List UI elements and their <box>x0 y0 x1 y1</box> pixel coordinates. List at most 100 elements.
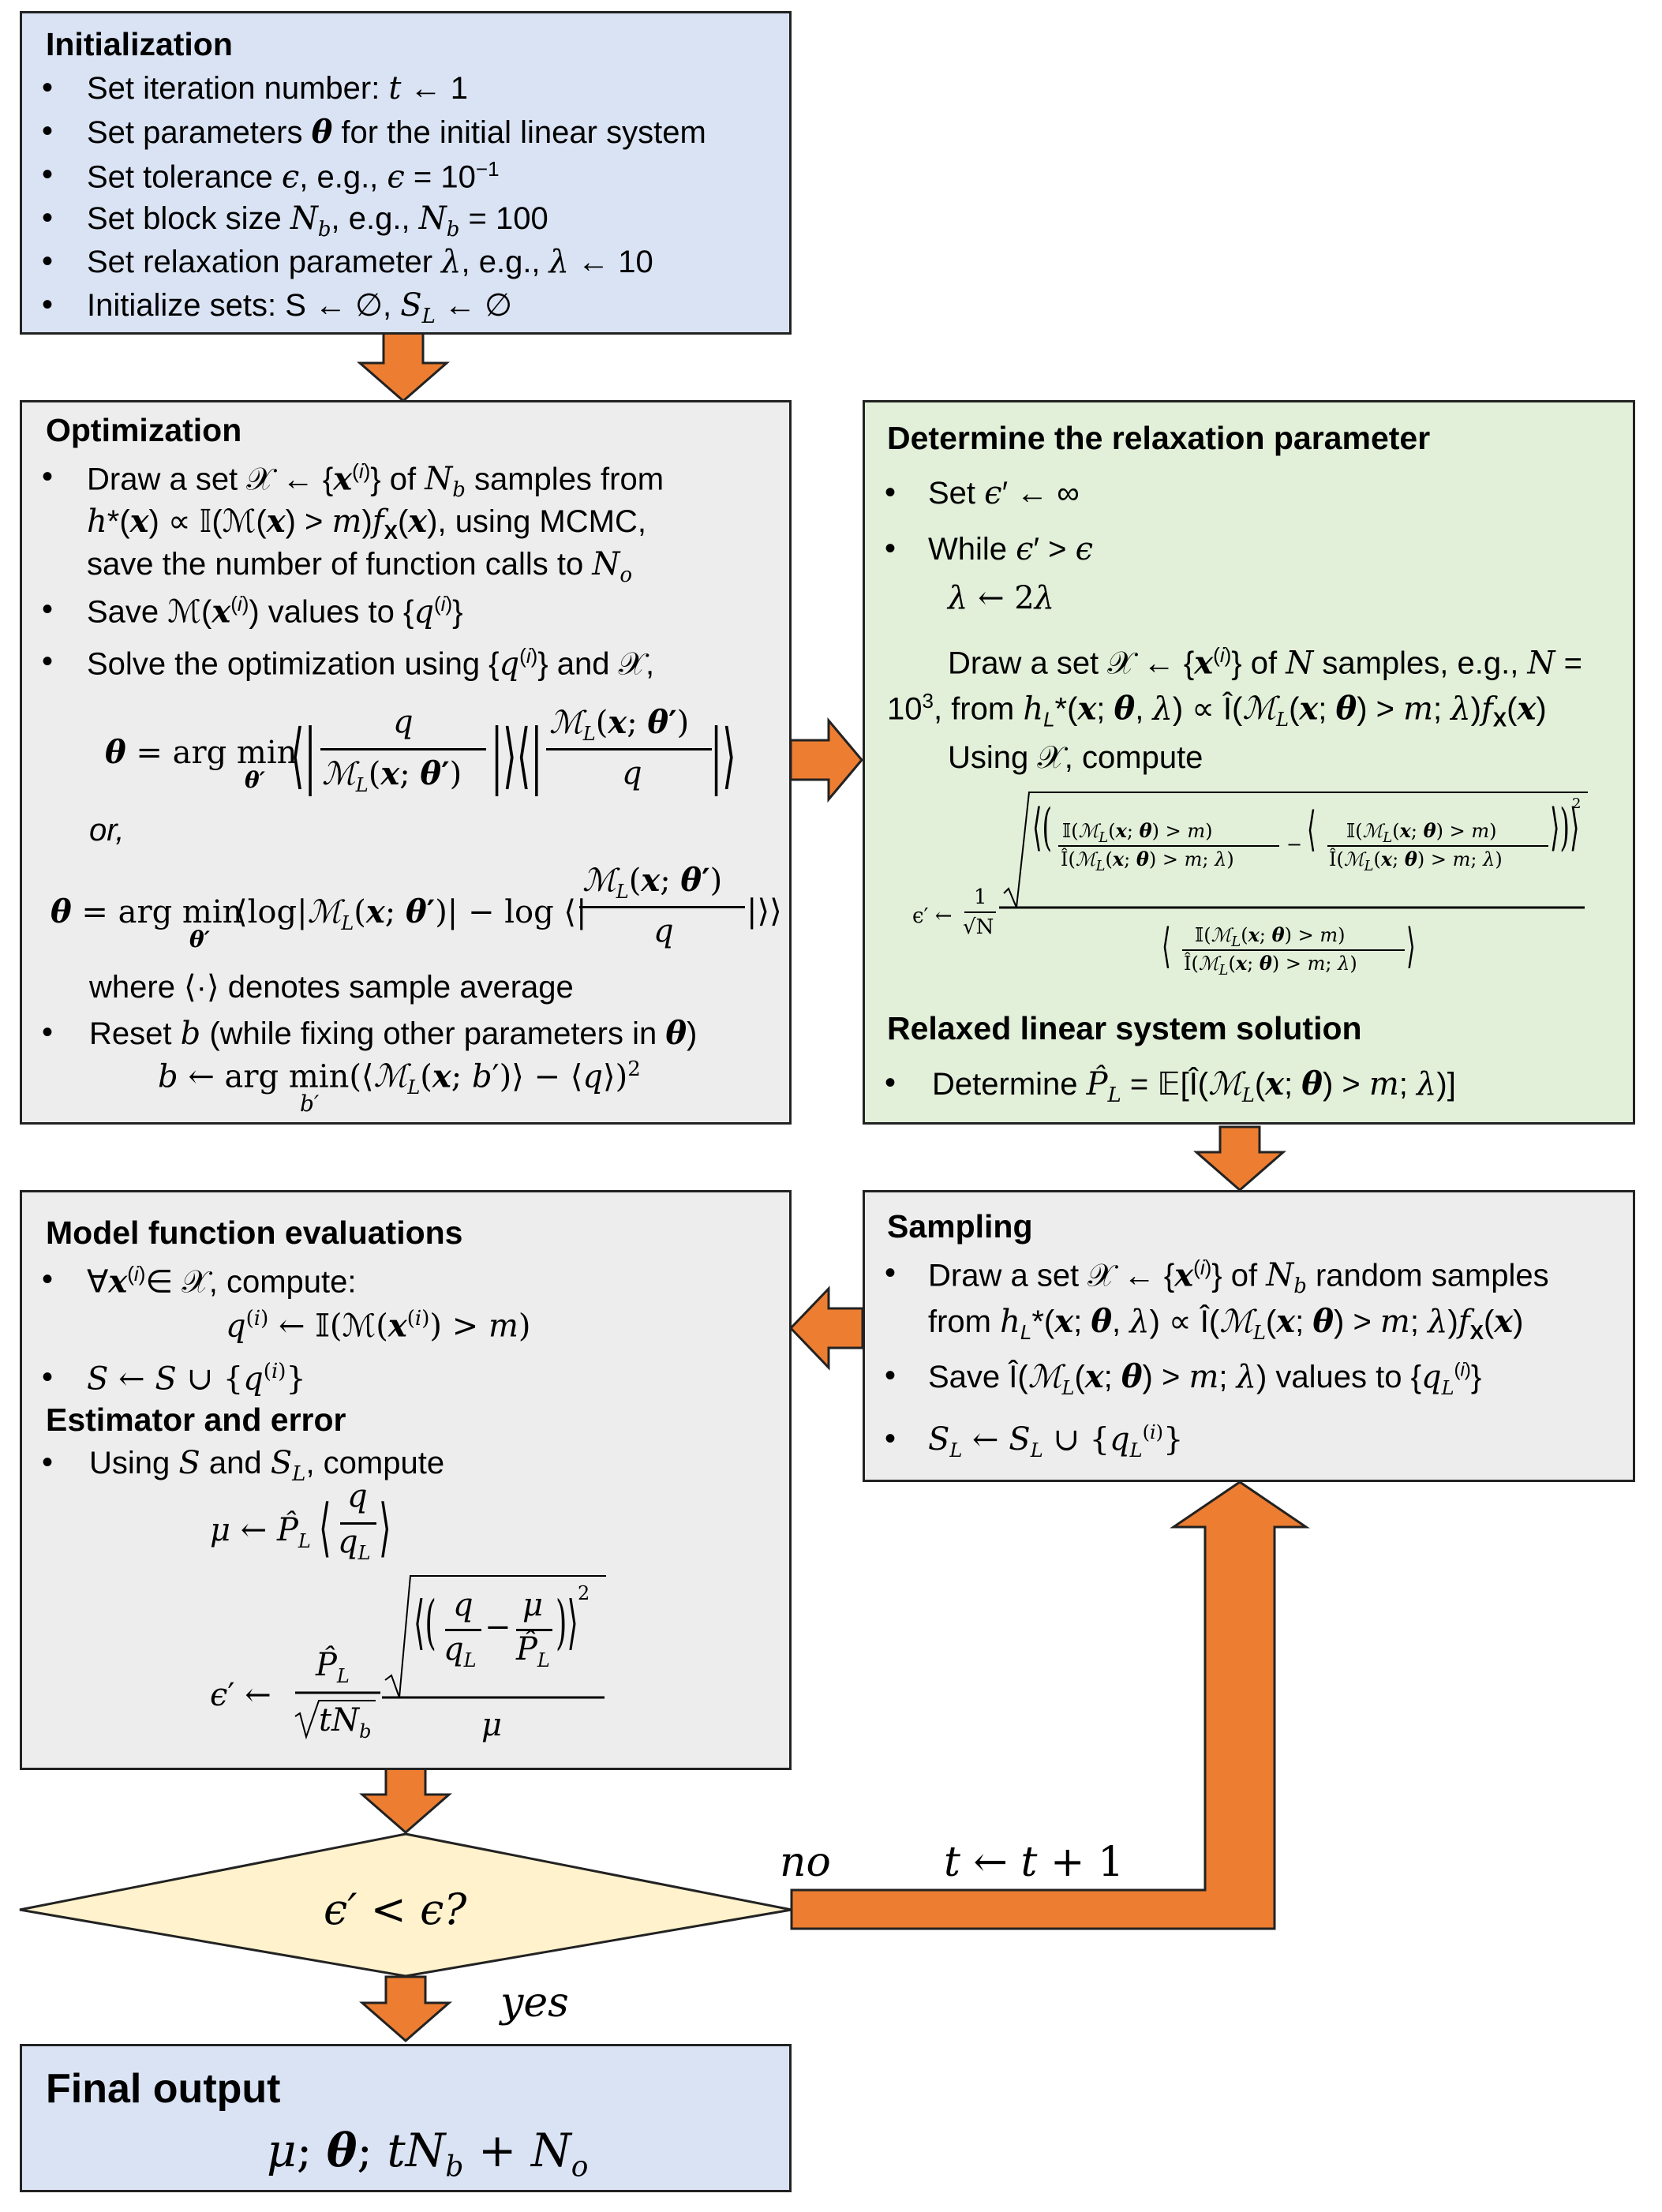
model-eps-mu-line <box>516 1629 552 1631</box>
arrow-loop-no <box>790 1480 1310 1930</box>
relax-eq-den-line <box>1182 949 1405 951</box>
arrow-down-model <box>359 1767 452 1834</box>
opt-solve: Solve the optimization using {q(i)} and … <box>87 644 655 683</box>
init-item-parameters: Set parameters θ for the initial linear … <box>87 114 706 151</box>
opt-save-values: Save ℳ(x(i)) values to {q(i)} <box>87 592 463 631</box>
iteration-increment-label: t ← t + 1 <box>944 1839 1125 1886</box>
model-eps-q: q <box>453 1587 474 1623</box>
model-title: Model function evaluations <box>46 1215 463 1251</box>
bullet-icon: • <box>885 1256 897 1290</box>
bullet-icon: • <box>42 157 54 192</box>
model-mu-close: ⟩ <box>379 1491 391 1564</box>
model-mu-den: qL <box>338 1524 371 1564</box>
model-eps-inner-close: )⟩ <box>556 1589 578 1656</box>
opt-draw-line3: save the number of function calls to No <box>87 546 633 587</box>
opt-eq2-lhs: θ = arg min <box>51 893 243 930</box>
relax-eq-minus: − <box>1286 833 1303 855</box>
sampling-draw-line1: Draw a set 𝒳 ← {x(i)} of Nb random sampl… <box>928 1256 1549 1299</box>
relax-eq-num-close: ⟩)⟩ <box>1550 799 1580 857</box>
initialization-box: Initialization • Set iteration number: t… <box>20 11 792 335</box>
relax-eq-num-bracket: ⟨( <box>1032 799 1052 857</box>
opt-eq1-sub: θ′ <box>245 767 266 793</box>
model-evaluations-box: Model function evaluations • ∀x(i)∈ 𝒳, c… <box>20 1190 792 1770</box>
sampling-draw-line2: from hL*(x; θ, λ) ∝ Î(ℳL(x; θ) > m; λ)fX… <box>928 1303 1524 1344</box>
opt-draw-line2: h*(x) ∝ 𝕀(ℳ(x) > m)fX(x), using MCMC, <box>87 503 646 544</box>
arrow-down-init <box>357 331 450 402</box>
decision-label: ϵ′ < ϵ? <box>324 1885 467 1934</box>
initialization-title: Initialization <box>46 26 233 62</box>
opt-eq1-den: ℳL(x; θ′) <box>322 755 462 796</box>
opt-draw-line1: Draw a set 𝒳 ← {x(i)} of Nb samples from <box>87 459 664 503</box>
bullet-icon: • <box>42 1015 54 1050</box>
relax-eq-sqrtN: √N <box>963 915 994 939</box>
model-eps-sq: 2 <box>578 1582 590 1604</box>
relax-eq-num-a-line <box>1058 845 1279 847</box>
init-item-tolerance: Set tolerance ϵ, e.g., ϵ = 10−1 <box>87 157 500 196</box>
relax-eq-num-a: 𝕀(ℳL(x; θ) > m) <box>1062 819 1213 846</box>
bullet-icon: • <box>42 1360 54 1394</box>
relax-eq-num-b: Î(ℳL(x; θ) > m; λ) <box>1061 848 1234 874</box>
opt-eq1-num: q <box>393 704 414 740</box>
init-item-sets: Initialize sets: S ← ∅, SL ← ∅ <box>87 287 512 328</box>
opt-eq2-num: ℳL(x; θ′) <box>582 862 723 903</box>
relax-draw-line2: 103, from hL*(x; θ, λ) ∝ Î(ℳL(x; θ) > m;… <box>887 689 1547 732</box>
opt-eq1-num2: ℳL(x; θ′) <box>549 704 690 745</box>
arrow-down-relax <box>1193 1125 1286 1192</box>
opt-eq1-bracket: ⟨| <box>290 714 316 797</box>
optimization-title: Optimization <box>46 412 242 448</box>
opt-eq2-fracline <box>579 906 745 908</box>
relax-eq-num-d: Î(ℳL(x; θ) > m; λ) <box>1329 848 1503 874</box>
relax-eq-one: 1 <box>974 885 987 909</box>
model-forall: ∀x(i)∈ 𝒳, compute: <box>87 1262 357 1301</box>
opt-eq1-fracline2 <box>546 748 712 750</box>
decision-no-label: no <box>780 1839 831 1886</box>
bullet-icon: • <box>42 70 54 105</box>
bullet-icon: • <box>885 1421 897 1456</box>
model-mu-fracline <box>340 1522 376 1525</box>
relaxed-solution-title: Relaxed linear system solution <box>887 1010 1362 1046</box>
relax-eq-small-fracline <box>964 911 996 913</box>
optimization-box: Optimization • Draw a set 𝒳 ← {x(i)} of … <box>20 400 792 1125</box>
arrow-down-decision <box>359 1975 452 2042</box>
relaxation-box: Determine the relaxation parameter • Set… <box>863 400 1635 1125</box>
relaxation-title: Determine the relaxation parameter <box>887 420 1431 456</box>
opt-eq2-body: ⟨log|ℳL(x; θ′)| − log ⟨| <box>235 893 587 934</box>
relax-determine-pl: Determine P̂L = 𝔼[Î(ℳL(x; θ) > m; λ)] <box>932 1065 1456 1107</box>
relax-eq-square: 2 <box>1572 795 1582 812</box>
opt-eq1-close: |⟩ <box>710 714 736 797</box>
opt-eq3: b ← arg min(⟨ℳL(x; b′)⟩ − ⟨q⟩)2 <box>158 1057 641 1099</box>
bullet-icon: • <box>42 114 54 148</box>
bullet-icon: • <box>42 200 54 235</box>
relax-draw-line1: Draw a set 𝒳 ← {x(i)} of N samples, e.g.… <box>948 643 1582 682</box>
relax-while: While ϵ′ > ϵ <box>928 531 1094 567</box>
sampling-title: Sampling <box>887 1208 1033 1244</box>
model-eps-pl2: P̂L <box>516 1631 550 1671</box>
bullet-icon: • <box>42 592 54 627</box>
bullet-icon: • <box>885 1358 897 1393</box>
opt-eq1-mid: |⟩⟨| <box>491 714 543 797</box>
relax-set-eps: Set ϵ′ ← ∞ <box>928 475 1080 511</box>
final-output-value: μ; θ; tNb + No <box>267 2124 589 2184</box>
model-eps-mu: μ <box>522 1587 543 1623</box>
opt-reset-b: Reset b (while fixing other parameters i… <box>89 1015 698 1052</box>
opt-eq2-den: q <box>653 913 674 949</box>
bullet-icon: • <box>885 1065 897 1100</box>
arrow-left-sampling <box>788 1286 864 1371</box>
sampling-save: Save Î(ℳL(x; θ) > m; λ) values to {qL(i)… <box>928 1358 1482 1399</box>
model-union: S ← S ∪ {q(i)} <box>87 1360 306 1398</box>
opt-eq2-close: |⟩⟩ <box>747 893 782 930</box>
arrow-right-opt <box>789 717 863 803</box>
relax-eq-den-a: 𝕀(ℳL(x; θ) > m) <box>1195 923 1346 950</box>
relax-eq-radical <box>999 792 1588 909</box>
init-item-iteration: Set iteration number: t ← 1 <box>87 70 468 107</box>
model-eps-inner-bracket: ⟨( <box>414 1589 436 1656</box>
init-item-relaxation: Set relaxation parameter λ, e.g., λ ← 10 <box>87 244 653 280</box>
model-mu-bracket: ⟨ <box>319 1491 331 1564</box>
relax-eq-lhs: ϵ′ ← <box>912 904 953 928</box>
bullet-icon: • <box>42 1262 54 1297</box>
relax-eq-den-close: ⟩ <box>1406 919 1416 974</box>
relax-eq-num-c-line <box>1327 845 1548 847</box>
bullet-icon: • <box>42 244 54 279</box>
decision-yes-label: yes <box>500 1979 569 2027</box>
